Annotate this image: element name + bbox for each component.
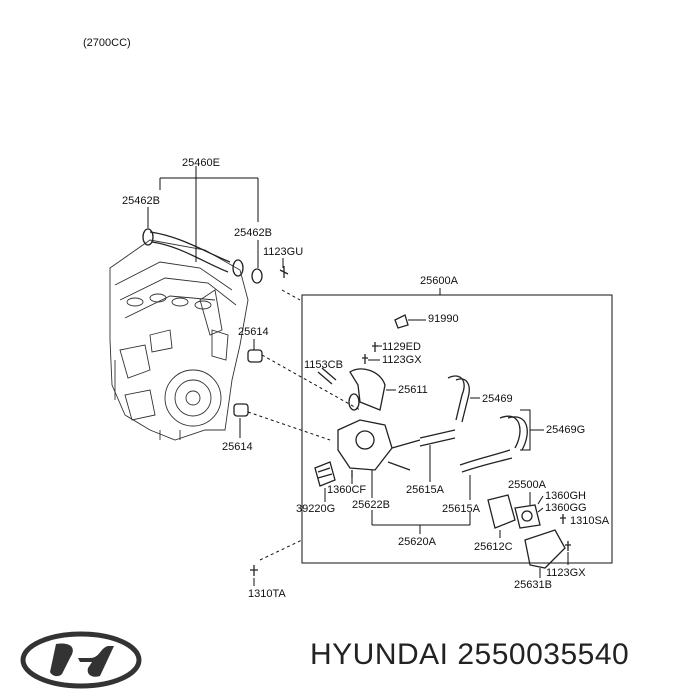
hyundai-logo xyxy=(20,631,142,689)
pin-1153cb xyxy=(317,367,337,385)
label-25500a: 25500A xyxy=(508,479,547,491)
bracket-91990 xyxy=(394,314,409,329)
sensor-25500a xyxy=(514,504,541,529)
label-25631b: 25631B xyxy=(514,579,552,591)
cover-25631b xyxy=(524,529,566,569)
label-25611: 25611 xyxy=(398,384,428,396)
gasket-bottom xyxy=(233,403,249,417)
hose-25615a-right xyxy=(459,449,511,466)
label-25469g: 25469G xyxy=(546,424,585,436)
engine-block xyxy=(109,239,249,441)
label-39220g: 39220G xyxy=(296,503,335,515)
hose-25469g xyxy=(499,415,521,449)
hose-25469 xyxy=(447,375,465,421)
label-25469: 25469 xyxy=(482,393,513,405)
label-25612c: 25612C xyxy=(474,541,513,553)
bolt-1123gx-bottom xyxy=(565,541,571,551)
label-1310ta: 1310TA xyxy=(248,588,286,600)
label-1123gx-top: 1123GX xyxy=(382,354,422,366)
label-25462b-right: 25462B xyxy=(234,227,272,239)
label-1360gh: 1360GH xyxy=(545,490,586,502)
housing-25620a xyxy=(337,419,393,471)
bolt-1310sa xyxy=(560,514,566,524)
label-25460e: 25460E xyxy=(182,157,220,169)
brand-part-number: HYUNDAI 2550035540 xyxy=(310,638,630,671)
label-1129ed: 1129ED xyxy=(382,341,421,353)
bolt-1123gx-top xyxy=(362,354,368,364)
hose-25615a-left xyxy=(419,429,456,439)
label-1123gx-bottom: 1123GX xyxy=(546,567,586,579)
label-91990: 91990 xyxy=(428,313,459,325)
label-25622b: 25622B xyxy=(352,499,390,511)
label-1153cb: 1153CB xyxy=(304,359,343,371)
assembly-box xyxy=(301,294,613,564)
label-25615a-right: 25615A xyxy=(442,503,481,515)
label-25615a-left: 25615A xyxy=(406,484,445,496)
label-1123gu: 1123GU xyxy=(263,246,303,258)
label-25614-bottom: 25614 xyxy=(222,441,253,453)
label-1310sa: 1310SA xyxy=(570,515,610,527)
label-25614-top: 25614 xyxy=(238,326,269,338)
engine-note: (2700CC) xyxy=(83,37,131,49)
label-1360gg: 1360GG xyxy=(545,502,587,514)
thermostat-39220g xyxy=(314,461,336,487)
label-25462b-left: 25462B xyxy=(122,195,160,207)
hose-25460e xyxy=(142,228,289,284)
gasket-25612c xyxy=(487,494,516,529)
bolt-1129ed xyxy=(372,342,378,352)
bolt-1310ta xyxy=(250,565,258,576)
gasket-top xyxy=(247,349,263,363)
label-25620a: 25620A xyxy=(398,536,437,548)
label-25600a: 25600A xyxy=(420,275,459,287)
label-1360cf: 1360CF xyxy=(327,484,366,496)
outlet-pipe-25611 xyxy=(349,368,386,411)
